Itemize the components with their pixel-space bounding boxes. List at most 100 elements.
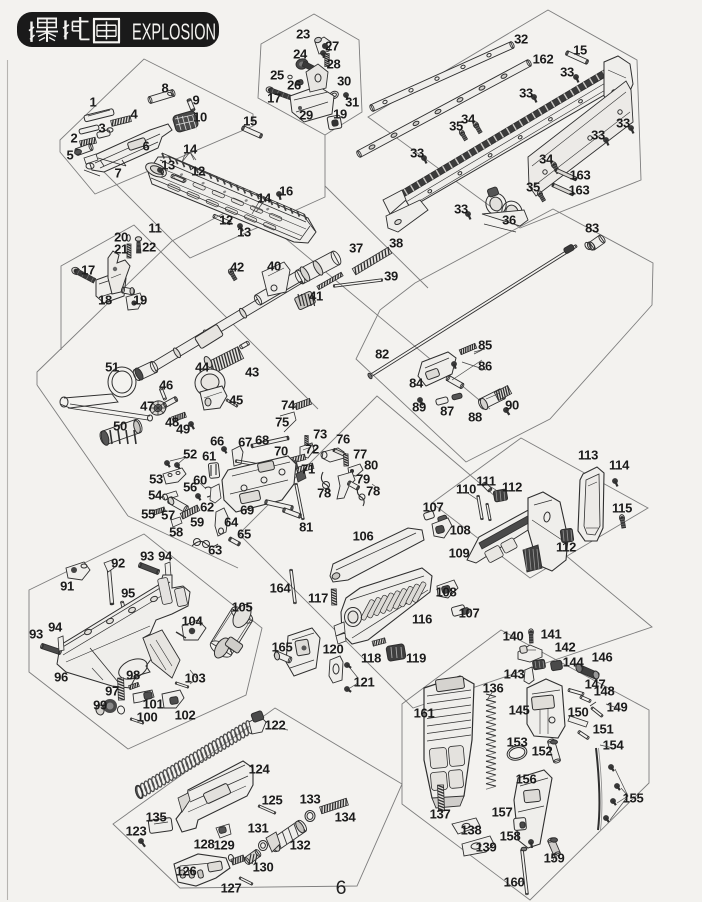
svg-text:36: 36 — [502, 213, 516, 228]
svg-text:33: 33 — [454, 202, 468, 217]
svg-text:55: 55 — [141, 507, 155, 522]
svg-text:88: 88 — [468, 410, 482, 425]
svg-text:65: 65 — [237, 527, 251, 542]
svg-text:28: 28 — [327, 57, 341, 72]
svg-text:13: 13 — [161, 158, 175, 173]
svg-text:155: 155 — [623, 791, 644, 806]
svg-text:45: 45 — [229, 393, 243, 408]
svg-text:76: 76 — [336, 432, 350, 447]
svg-text:5: 5 — [67, 148, 74, 163]
svg-text:63: 63 — [208, 543, 222, 558]
svg-text:68: 68 — [255, 433, 269, 448]
svg-text:129: 129 — [214, 838, 235, 853]
svg-text:72: 72 — [305, 442, 319, 457]
svg-text:78: 78 — [366, 484, 380, 499]
svg-text:126: 126 — [176, 864, 197, 879]
svg-text:92: 92 — [111, 556, 125, 571]
svg-text:93: 93 — [29, 627, 43, 642]
svg-text:33: 33 — [616, 116, 630, 131]
svg-text:50: 50 — [113, 419, 127, 434]
svg-text:EXPLOSION: EXPLOSION — [132, 19, 216, 45]
svg-text:51: 51 — [105, 360, 119, 375]
svg-text:152: 152 — [532, 744, 553, 759]
svg-text:54: 54 — [148, 488, 163, 503]
svg-text:1: 1 — [90, 95, 97, 110]
svg-text:82: 82 — [375, 347, 389, 362]
svg-text:80: 80 — [364, 458, 378, 473]
svg-text:2: 2 — [71, 131, 78, 146]
svg-text:121: 121 — [354, 675, 375, 690]
svg-text:103: 103 — [185, 671, 206, 686]
svg-text:120: 120 — [323, 642, 344, 657]
svg-text:19: 19 — [333, 107, 347, 122]
svg-text:23: 23 — [296, 27, 310, 42]
svg-text:132: 132 — [290, 838, 311, 853]
svg-text:161: 161 — [414, 706, 435, 721]
svg-text:62: 62 — [200, 500, 214, 515]
svg-text:99: 99 — [93, 698, 107, 713]
svg-text:21: 21 — [114, 242, 128, 257]
svg-text:9: 9 — [193, 93, 200, 108]
svg-text:110: 110 — [456, 482, 476, 497]
svg-text:3: 3 — [99, 121, 106, 136]
svg-text:122: 122 — [265, 718, 286, 733]
svg-text:71: 71 — [301, 462, 315, 477]
svg-text:33: 33 — [560, 65, 574, 80]
svg-text:34: 34 — [539, 152, 554, 167]
svg-text:33: 33 — [591, 128, 605, 143]
svg-text:58: 58 — [169, 525, 183, 540]
svg-text:14: 14 — [183, 142, 198, 157]
svg-text:128: 128 — [194, 837, 215, 852]
svg-text:52: 52 — [183, 447, 197, 462]
svg-text:6: 6 — [143, 139, 150, 154]
svg-text:154: 154 — [603, 738, 625, 753]
svg-text:13: 13 — [237, 225, 251, 240]
svg-text:107: 107 — [459, 606, 480, 621]
svg-text:41: 41 — [309, 289, 323, 304]
svg-text:53: 53 — [149, 472, 163, 487]
svg-text:94: 94 — [158, 549, 173, 564]
svg-text:139: 139 — [476, 840, 497, 855]
svg-text:8: 8 — [162, 81, 169, 96]
svg-text:91: 91 — [60, 579, 74, 594]
svg-text:46: 46 — [159, 378, 173, 393]
svg-text:17: 17 — [81, 263, 95, 278]
svg-text:146: 146 — [592, 650, 613, 665]
svg-text:73: 73 — [313, 427, 327, 442]
svg-text:33: 33 — [410, 146, 424, 161]
svg-text:17: 17 — [267, 91, 281, 106]
svg-text:107: 107 — [423, 500, 444, 515]
svg-text:66: 66 — [210, 434, 224, 449]
svg-text:90: 90 — [505, 398, 519, 413]
svg-text:18: 18 — [98, 293, 112, 308]
svg-text:108: 108 — [450, 523, 471, 538]
svg-text:148: 148 — [594, 684, 615, 699]
svg-text:163: 163 — [570, 168, 591, 183]
svg-text:84: 84 — [409, 376, 424, 391]
svg-text:78: 78 — [317, 486, 331, 501]
svg-text:95: 95 — [121, 586, 135, 601]
svg-text:83: 83 — [585, 221, 599, 236]
svg-text:105: 105 — [232, 600, 253, 615]
svg-text:115: 115 — [612, 501, 632, 516]
svg-text:134: 134 — [335, 810, 357, 825]
svg-text:11: 11 — [148, 221, 161, 236]
svg-text:32: 32 — [514, 32, 528, 47]
svg-text:38: 38 — [389, 236, 403, 251]
svg-text:25: 25 — [270, 68, 284, 83]
svg-text:118: 118 — [361, 651, 381, 666]
svg-text:153: 153 — [507, 735, 528, 750]
svg-text:101: 101 — [143, 697, 164, 712]
svg-text:57: 57 — [161, 508, 175, 523]
svg-text:67: 67 — [238, 435, 252, 450]
svg-text:133: 133 — [300, 792, 321, 807]
svg-text:12: 12 — [191, 164, 205, 179]
svg-text:37: 37 — [349, 241, 363, 256]
svg-text:143: 143 — [504, 667, 525, 682]
svg-text:106: 106 — [353, 529, 374, 544]
svg-text:29: 29 — [299, 108, 313, 123]
svg-text:15: 15 — [573, 43, 587, 58]
svg-text:56: 56 — [183, 480, 197, 495]
svg-text:39: 39 — [384, 269, 398, 284]
svg-text:114: 114 — [609, 458, 630, 473]
